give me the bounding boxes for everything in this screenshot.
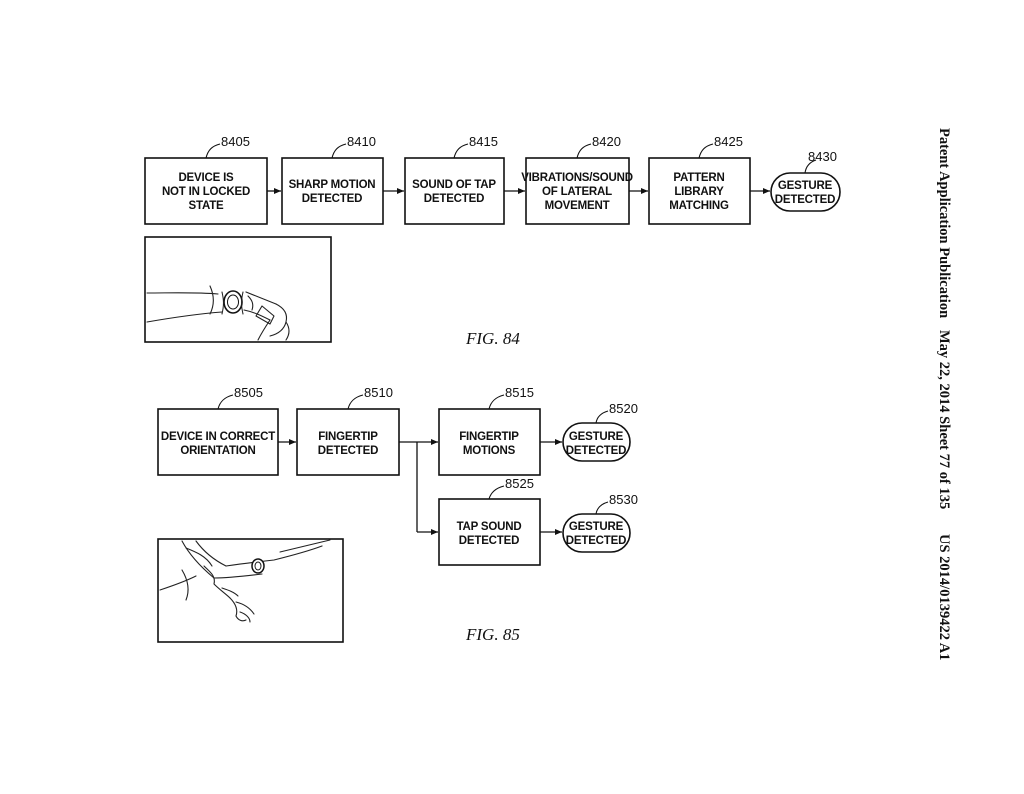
box-text-line: SHARP MOTION: [289, 179, 376, 191]
fig84-caption: FIG. 84: [465, 329, 520, 348]
box-text-line: GESTURE: [778, 180, 833, 192]
ref-leader: [488, 394, 505, 410]
ref-number: 8420: [592, 134, 621, 149]
fig84-step-8430: GESTURE DETECTED 8430: [770, 149, 841, 212]
box-text-line: DETECTED: [566, 445, 626, 457]
box-text-line: DETECTED: [318, 445, 378, 457]
ref-number: 8520: [609, 401, 638, 416]
header-publication: Patent Application Publication: [936, 128, 952, 318]
header-number: US 2014/0139422 A1: [936, 534, 952, 661]
ref-number: 8525: [505, 476, 534, 491]
fig84-step-8420: VIBRATIONS/SOUND OF LATERAL MOVEMENT 842…: [521, 134, 633, 225]
ref-leader: [804, 159, 817, 174]
box-text-line: NOT IN LOCKED: [162, 186, 250, 198]
box-text-line: GESTURE: [569, 521, 624, 533]
box-text-line: FINGERTIP: [318, 431, 378, 443]
ref-leader: [698, 143, 714, 159]
ref-number: 8415: [469, 134, 498, 149]
ref-number: 8530: [609, 492, 638, 507]
ref-leader: [205, 143, 221, 159]
ref-leader: [488, 485, 505, 500]
header: Patent Application Publication May 22, 2…: [936, 128, 952, 661]
box-text-line: STATE: [189, 200, 225, 212]
box-text-line: DETECTED: [424, 193, 484, 205]
process-box: [296, 408, 400, 476]
branch-connector: [399, 439, 438, 535]
ref-leader: [453, 143, 469, 159]
ref-number: 8510: [364, 385, 393, 400]
process-box: [438, 408, 541, 476]
fig85-step-8515: FINGERTIP MOTIONS 8515: [438, 385, 541, 476]
box-text-line: SOUND OF TAP: [412, 179, 496, 191]
ref-leader: [595, 410, 609, 424]
ref-number: 8410: [347, 134, 376, 149]
fig84-step-8410: SHARP MOTION DETECTED 8410: [281, 134, 384, 225]
box-text-line: ORIENTATION: [180, 445, 255, 457]
box-text-line: MATCHING: [669, 200, 729, 212]
fig84-step-8405: DEVICE IS NOT IN LOCKED STATE 8405: [144, 134, 268, 225]
box-text-line: GESTURE: [569, 431, 624, 443]
box-text-line: DEVICE IS: [178, 172, 234, 184]
ref-leader: [217, 394, 234, 410]
box-text-line: MOVEMENT: [545, 200, 610, 212]
ref-number: 8505: [234, 385, 263, 400]
fig84-flowchart: DEVICE IS NOT IN LOCKED STATE 8405 SHARP…: [144, 134, 841, 348]
fig85-step-8510: FINGERTIP DETECTED 8510: [296, 385, 400, 476]
box-text-line: TAP SOUND: [457, 521, 522, 533]
box-text-line: DEVICE IN CORRECT: [161, 431, 275, 443]
header-date-sheet: May 22, 2014 Sheet 77 of 135: [936, 330, 952, 509]
box-text-line: FINGERTIP: [459, 431, 519, 443]
ref-number: 8405: [221, 134, 250, 149]
box-text-line: DETECTED: [775, 194, 835, 206]
box-text-line: MOTIONS: [463, 445, 516, 457]
fig84-illustration: [144, 236, 332, 343]
box-text-line: DETECTED: [566, 535, 626, 547]
illustration-frame: [157, 538, 344, 643]
ref-leader: [347, 394, 364, 410]
process-box: [157, 408, 279, 476]
ref-leader: [576, 143, 592, 159]
ref-leader: [595, 501, 609, 515]
fig85-flowchart: DEVICE IN CORRECT ORIENTATION 8505 FINGE…: [157, 385, 638, 644]
fig85-step-8525: TAP SOUND DETECTED 8525: [438, 476, 541, 566]
box-text-line: PATTERN: [673, 172, 724, 184]
hands-on-table-sketch: [159, 539, 331, 623]
box-text-line: VIBRATIONS/SOUND: [521, 172, 633, 184]
illustration-frame: [144, 236, 332, 343]
fig85-caption: FIG. 85: [465, 625, 520, 644]
watch-icon: [251, 558, 265, 574]
fig85-illustration: [157, 538, 344, 643]
ref-number: 8515: [505, 385, 534, 400]
watch-icon: [221, 290, 244, 315]
fig84-step-8415: SOUND OF TAP DETECTED 8415: [404, 134, 505, 225]
ref-number: 8425: [714, 134, 743, 149]
ref-number: 8430: [808, 149, 837, 164]
box-text-line: OF LATERAL: [542, 186, 612, 198]
process-box: [281, 157, 384, 225]
fig85-step-8505: DEVICE IN CORRECT ORIENTATION 8505: [157, 385, 279, 476]
ref-leader: [331, 143, 347, 159]
process-box: [144, 157, 268, 225]
process-box: [404, 157, 505, 225]
box-text-line: LIBRARY: [674, 186, 724, 198]
box-text-line: DETECTED: [302, 193, 362, 205]
fig85-step-8530: GESTURE DETECTED 8530: [562, 492, 638, 553]
fig85-step-8520: GESTURE DETECTED 8520: [562, 401, 638, 462]
fig84-step-8425: PATTERN LIBRARY MATCHING 8425: [648, 134, 751, 225]
wrist-tap-sketch: [146, 285, 290, 341]
box-text-line: DETECTED: [459, 535, 519, 547]
